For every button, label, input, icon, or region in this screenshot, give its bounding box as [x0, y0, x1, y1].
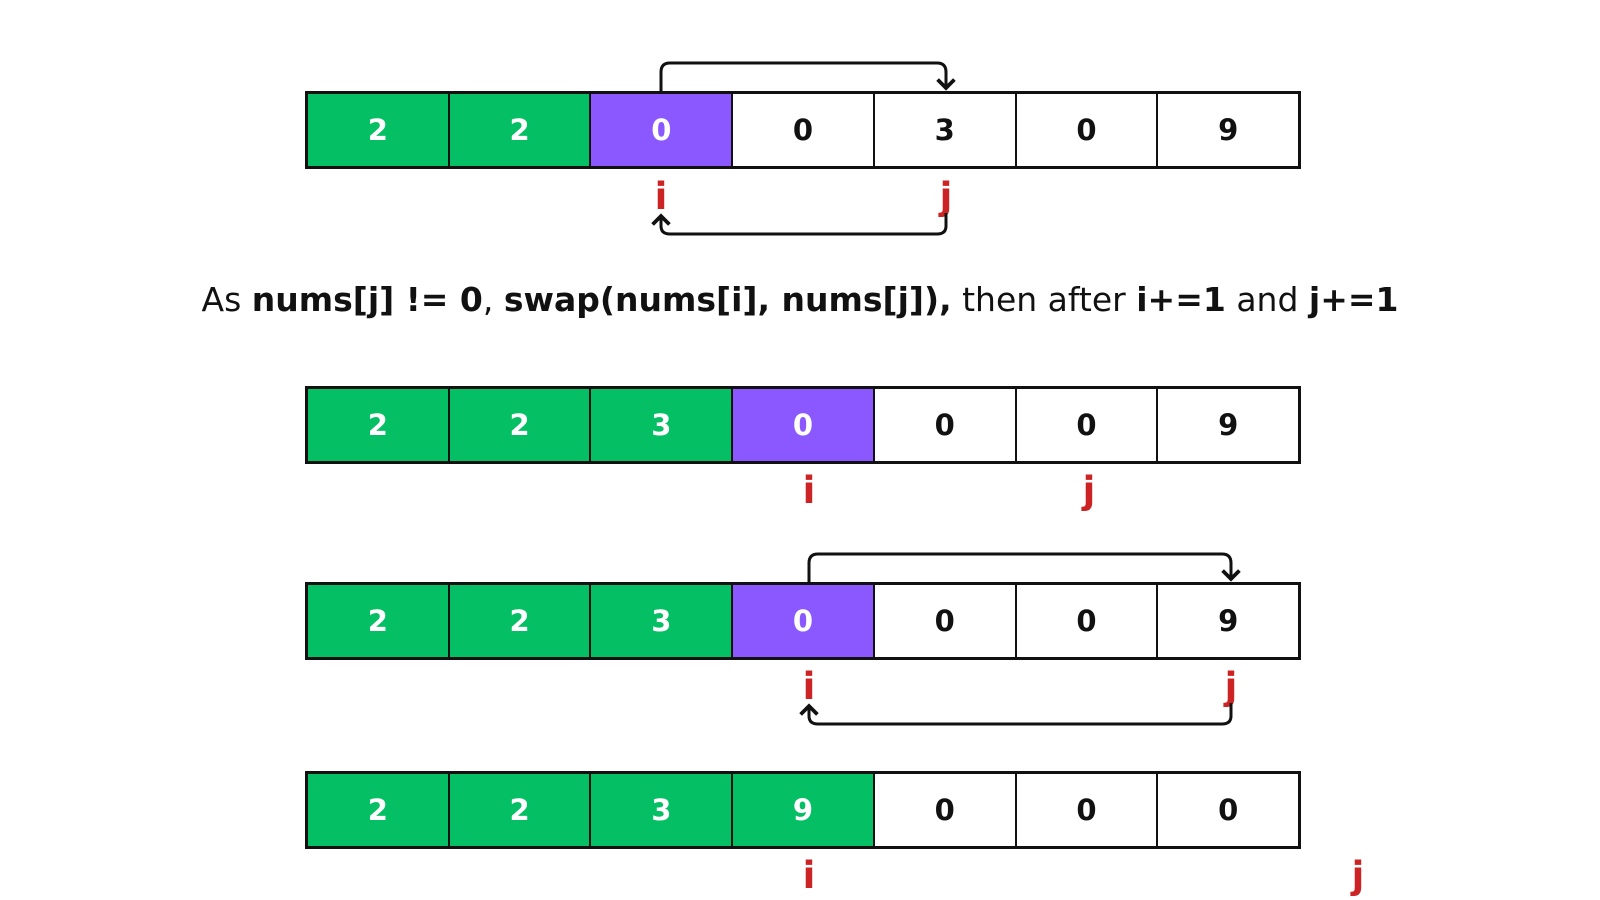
pointer-i-label: i — [802, 665, 816, 708]
array-row-step-1: 2 2 0 0 3 0 9 — [305, 91, 1301, 169]
caption-swap: swap(nums[i], nums[j]), — [503, 280, 952, 319]
array-cell: 0 — [874, 389, 1017, 461]
pointer-j-label: j — [1224, 665, 1238, 708]
array-cell: 2 — [308, 585, 450, 657]
array-cell: 0 — [874, 585, 1017, 657]
swap-arrow-top — [659, 61, 956, 91]
array-cell: 0 — [591, 94, 734, 166]
array-cell: 0 — [1016, 585, 1159, 657]
pointer-j-label: j — [1082, 469, 1096, 512]
array-row-step-2: 2 2 3 0 0 0 9 — [305, 386, 1301, 464]
array-cell: 0 — [1016, 774, 1159, 846]
array-cell: 9 — [1158, 585, 1299, 657]
array-cell: 0 — [733, 389, 875, 461]
array-cell: 2 — [308, 94, 450, 166]
array-cell: 3 — [591, 389, 734, 461]
array-cell: 0 — [874, 774, 1017, 846]
caption-text: and — [1225, 280, 1309, 319]
array-cell: 3 — [591, 585, 734, 657]
array-cell: 0 — [1016, 389, 1159, 461]
pointer-j-label: j — [939, 175, 953, 218]
array-cell: 9 — [733, 774, 875, 846]
swap-arrow-bottom — [651, 213, 948, 236]
swap-arrow-bottom — [799, 703, 1233, 726]
array-cell: 2 — [449, 389, 592, 461]
array-cell: 9 — [1158, 94, 1299, 166]
array-cell: 0 — [733, 94, 875, 166]
array-cell: 0 — [1158, 774, 1299, 846]
array-row-step-4: 2 2 3 9 0 0 0 — [305, 771, 1301, 849]
caption-condition: nums[j] != 0 — [251, 280, 483, 319]
array-cell: 2 — [449, 774, 592, 846]
pointer-i-label: i — [802, 854, 816, 897]
step-caption: As nums[j] != 0, swap(nums[i], nums[j]),… — [0, 280, 1600, 319]
caption-text: As — [201, 280, 252, 319]
array-cell: 0 — [1016, 94, 1159, 166]
pointer-i-label: i — [802, 469, 816, 512]
array-cell: 0 — [733, 585, 875, 657]
array-cell: 2 — [449, 94, 592, 166]
array-cell: 3 — [874, 94, 1017, 166]
array-cell: 2 — [449, 585, 592, 657]
swap-arrow-top — [807, 552, 1241, 582]
caption-j-increment: j+=1 — [1308, 280, 1399, 319]
array-cell: 3 — [591, 774, 734, 846]
array-row-step-3: 2 2 3 0 0 0 9 — [305, 582, 1301, 660]
caption-text: then after — [951, 280, 1137, 319]
array-cell: 9 — [1158, 389, 1299, 461]
array-cell: 2 — [308, 774, 450, 846]
caption-i-increment: i+=1 — [1136, 280, 1226, 319]
caption-text: , — [482, 280, 504, 319]
pointer-j-label: j — [1351, 854, 1365, 897]
pointer-i-label: i — [654, 175, 668, 218]
array-cell: 2 — [308, 389, 450, 461]
